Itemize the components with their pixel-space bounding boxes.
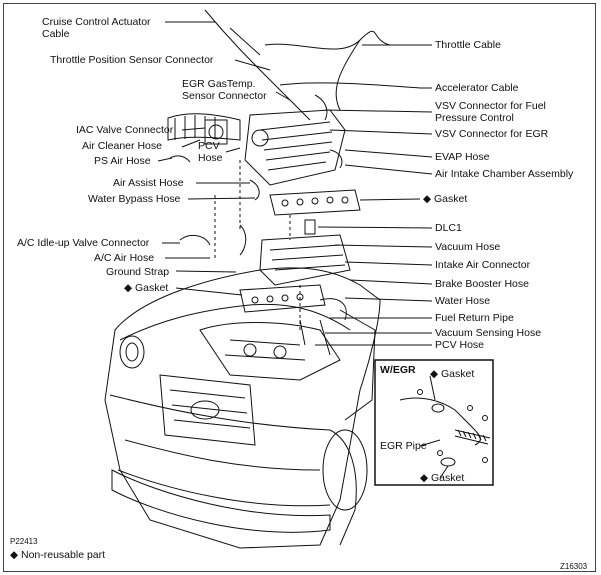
label-water-hose: Water Hose: [435, 295, 491, 307]
label-ac-air-hose: A/C Air Hose: [94, 252, 155, 264]
label-vsv-connector-egr: VSV Connector for EGR: [435, 128, 549, 140]
label-brake-booster-hose: Brake Booster Hose: [435, 278, 529, 290]
label-throttle-position-sensor-connector: Throttle Position Sensor Connector: [50, 54, 214, 66]
label-fuel-return-pipe: Fuel Return Pipe: [435, 312, 514, 324]
inset-title: W/EGR: [380, 364, 416, 376]
hoses-art: [169, 94, 347, 356]
label-water-bypass-hose: Water Bypass Hose: [88, 193, 181, 205]
label-evap-hose: EVAP Hose: [435, 151, 490, 163]
lower-gasket-art: [239, 284, 326, 313]
label-intake-air-connector: Intake Air Connector: [435, 259, 531, 271]
w-egr-inset-art: [374, 359, 494, 486]
label-air-cleaner-hose: Air Cleaner Hose: [82, 140, 162, 152]
figure-code: P22413: [10, 537, 38, 546]
label-ground-strap: Ground Strap: [106, 266, 170, 278]
label-accelerator-cable: Accelerator Cable: [435, 82, 519, 94]
figure-frame: [3, 3, 596, 572]
upper-gasket-art: [269, 189, 361, 216]
label-air-intake-chamber-assembly: Air Intake Chamber Assembly: [435, 168, 574, 180]
label-dlc1: DLC1: [435, 222, 462, 234]
leader-lines-right: [315, 44, 433, 346]
label-pcv-hose-left: PCV Hose: [198, 140, 223, 164]
label-air-assist-hose: Air Assist Hose: [113, 177, 184, 189]
label-gasket-right: ◆ Gasket: [423, 193, 468, 205]
label-inset-gasket-top: ◆ Gasket: [430, 368, 475, 380]
air-cleaner-hose-art: [167, 113, 241, 145]
label-inset-gasket-bottom: ◆ Gasket: [420, 472, 465, 484]
label-iac-valve-connector: IAC Valve Connector: [76, 124, 174, 136]
label-egr-pipe: EGR Pipe: [380, 440, 427, 452]
label-cruise-control-actuator-cable: Cruise Control Actuator Cable: [42, 16, 151, 40]
air-intake-chamber-art: [244, 109, 346, 186]
truck-body-outline: [104, 267, 381, 549]
legend-non-reusable: ◆ Non-reusable part: [10, 549, 106, 561]
label-vacuum-hose: Vacuum Hose: [435, 241, 501, 253]
label-ps-air-hose: PS Air Hose: [94, 155, 151, 167]
label-pcv-hose-right: PCV Hose: [435, 339, 485, 351]
label-gasket-left: ◆ Gasket: [124, 282, 169, 294]
dashed-guides: [214, 160, 301, 330]
label-ac-idle-up-valve-connector: A/C Idle-up Valve Connector: [17, 237, 150, 249]
intake-manifold-art: [259, 219, 351, 286]
label-vsv-connector-fuel-pressure: VSV Connector for Fuel Pressure Control: [435, 100, 546, 124]
label-throttle-cable: Throttle Cable: [435, 39, 501, 51]
leader-lines-left: [157, 21, 291, 296]
corner-code: Z16303: [560, 562, 588, 571]
cables-art: [204, 9, 421, 121]
label-vacuum-sensing-hose: Vacuum Sensing Hose: [435, 327, 542, 339]
label-egr-gas-temp-sensor-connector: EGR GasTemp. Sensor Connector: [182, 78, 267, 102]
